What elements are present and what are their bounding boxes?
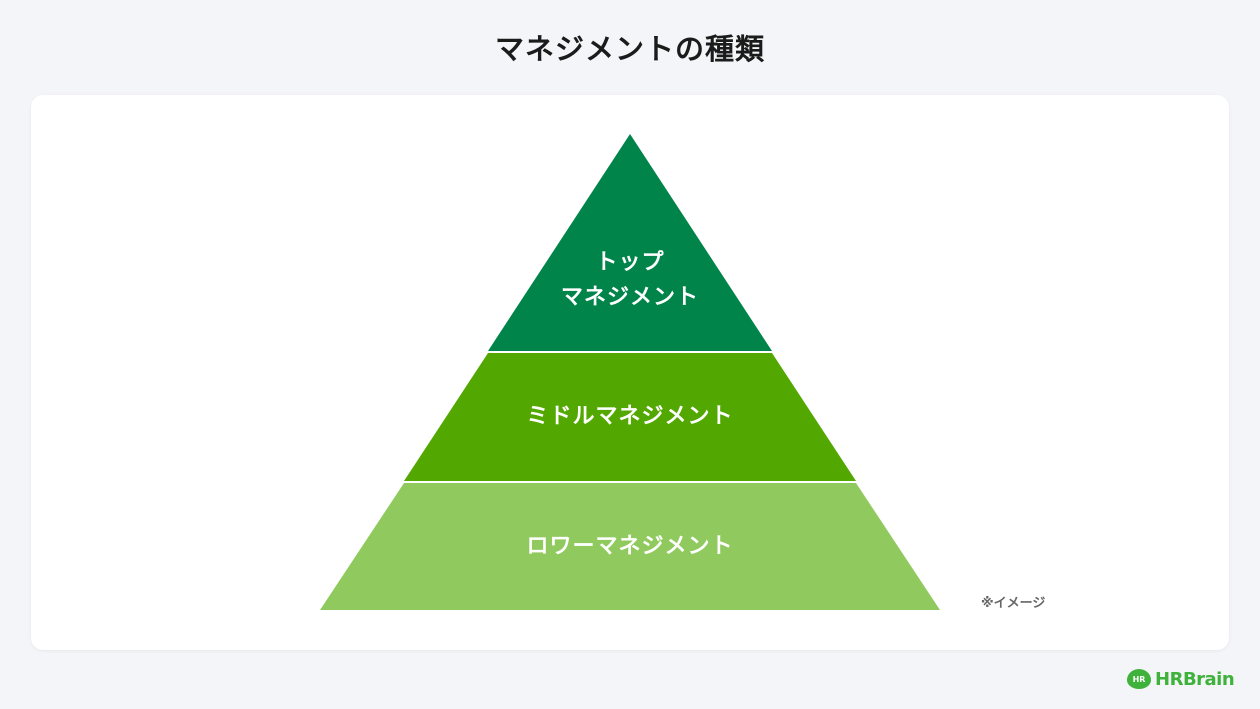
image-note: ※イメージ xyxy=(981,596,1046,611)
brand-hr-text: HR xyxy=(1155,668,1183,690)
tier-lower-shape xyxy=(320,483,940,610)
tier-lower-label: ロワーマネジメント xyxy=(526,534,734,559)
tier-top-shape xyxy=(488,134,772,351)
page-title: マネジメントの種類 xyxy=(494,32,765,66)
tier-top-label-line2: マネジメント xyxy=(560,285,699,310)
tier-middle-shape xyxy=(404,353,856,481)
brand-name-text: Brain xyxy=(1182,668,1235,690)
tier-top-label-line1: トップ xyxy=(595,250,665,275)
brand-logo: HR HR Brain xyxy=(1127,668,1235,690)
tier-middle-label: ミドルマネジメント xyxy=(526,404,734,429)
brand-badge-icon: HR xyxy=(1127,669,1151,689)
